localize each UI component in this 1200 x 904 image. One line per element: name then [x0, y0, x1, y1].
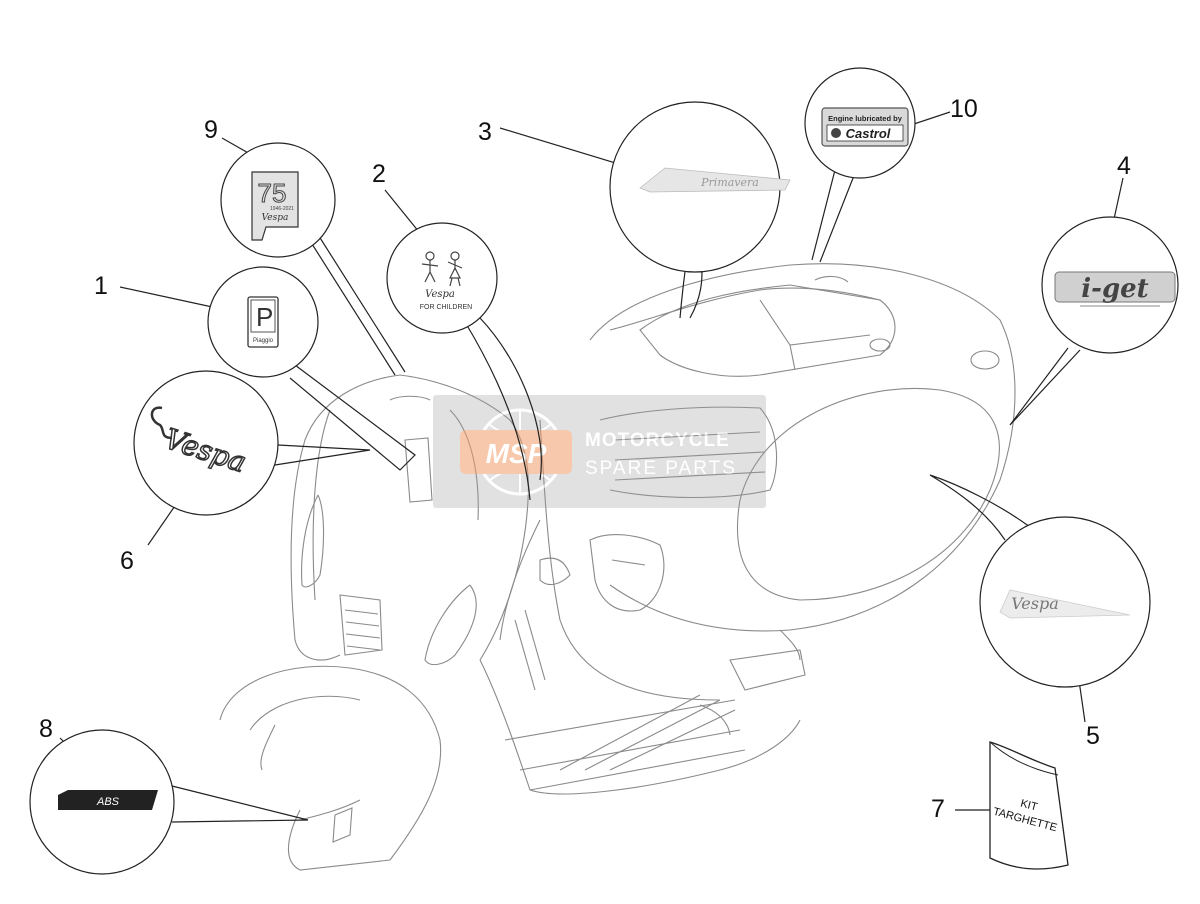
watermark: MSP MOTORCYCLE SPARE PARTS — [433, 395, 766, 508]
piaggio-label: Piaggio — [253, 338, 274, 344]
callout-3-bubble: Primavera — [609, 101, 791, 273]
callout-1-bubble: P Piaggio — [207, 266, 319, 378]
watermark-line1: MOTORCYCLE — [585, 430, 730, 451]
callout-10-number: 10 — [950, 95, 978, 123]
iget-label: i-get — [1081, 274, 1148, 304]
callout-3-number: 3 — [478, 118, 492, 146]
children-figures-icon — [421, 251, 463, 287]
callout-8-number: 8 — [39, 715, 53, 743]
callout-8-bubble: ABS — [29, 729, 175, 875]
children-vespa: Vespa — [425, 289, 455, 300]
castrol-brand: Castrol — [846, 126, 891, 141]
watermark-logo: MSP — [486, 438, 547, 469]
callout-6-bubble: Vespa — [133, 370, 279, 516]
watermark-line2: SPARE PARTS — [585, 458, 737, 479]
callout-4-number: 4 — [1117, 152, 1131, 180]
callout-6-number: 6 — [120, 547, 134, 575]
callout-4-bubble: i-get — [1041, 216, 1179, 354]
callout-5-bubble: Vespa — [979, 516, 1151, 688]
abs-label: ABS — [96, 796, 120, 808]
anniversary-vespa: Vespa — [262, 213, 289, 223]
callout-7-number: 7 — [931, 795, 945, 823]
scooter-outline — [219, 263, 1016, 871]
callout-2-bubble: Vespa FOR CHILDREN — [386, 222, 498, 334]
callout-2-number: 2 — [372, 160, 386, 188]
anniversary-years: 1946-2021 — [270, 206, 294, 212]
callout-9-bubble: 75 1946-2021 Vespa — [220, 142, 336, 258]
anniversary-number: 75 — [258, 178, 287, 208]
vespa-side-emblem: Vespa — [1011, 594, 1059, 613]
primavera-label: Primavera — [700, 176, 759, 189]
kit-targhette-bag: KIT TARGHETTE — [989, 741, 1069, 870]
svg-text:P: P — [256, 302, 273, 332]
callout-9-number: 9 — [204, 116, 218, 144]
kit-line-1: KIT — [1019, 797, 1039, 813]
callout-10-bubble: Engine lubricated by Castrol — [804, 67, 916, 179]
callout-5-number: 5 — [1086, 722, 1100, 750]
castrol-top-text: Engine lubricated by — [828, 114, 903, 123]
callout-1-number: 1 — [94, 272, 108, 300]
children-text: FOR CHILDREN — [420, 304, 473, 311]
